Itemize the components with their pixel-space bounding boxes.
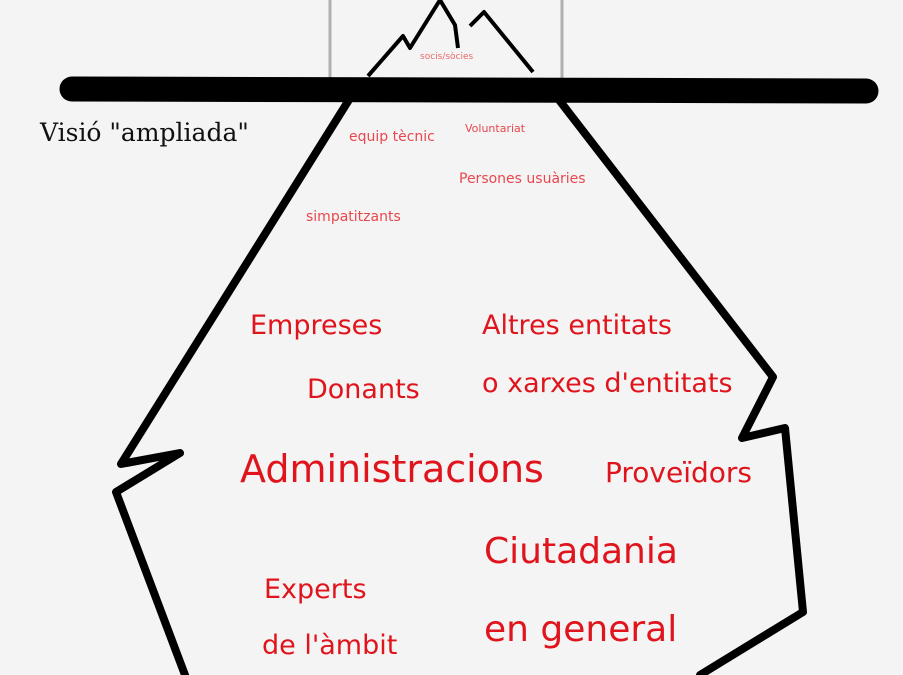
label-xarxes-entitats: o xarxes d'entitats	[482, 368, 733, 399]
label-altres-entitats: Altres entitats	[482, 310, 672, 341]
label-de-lambit: de l'àmbit	[262, 630, 398, 661]
label-ciutadania: Ciutadania	[484, 531, 678, 572]
label-donants: Donants	[307, 374, 420, 405]
label-empreses: Empreses	[250, 310, 383, 341]
iceberg-body-left	[112, 91, 356, 675]
label-simpatitzants: simpatitzants	[306, 209, 401, 225]
waterline	[59, 76, 879, 104]
iceberg-tip	[366, 0, 460, 78]
label-voluntariat: Voluntariat	[465, 122, 526, 135]
diagram-title: Visió "ampliada"	[40, 118, 249, 147]
label-experts: Experts	[264, 574, 367, 605]
iceberg-tip-right	[468, 10, 535, 74]
label-persones-usuaries: Persones usuàries	[459, 171, 586, 187]
label-proveidors: Proveïdors	[605, 456, 752, 489]
iceberg-body-right	[552, 92, 807, 675]
label-en-general: en general	[484, 609, 678, 650]
label-equip-tecnic: equip tècnic	[349, 129, 435, 145]
label-administracions: Administracions	[240, 447, 544, 491]
label-socis: socis/sòcies	[420, 52, 474, 62]
